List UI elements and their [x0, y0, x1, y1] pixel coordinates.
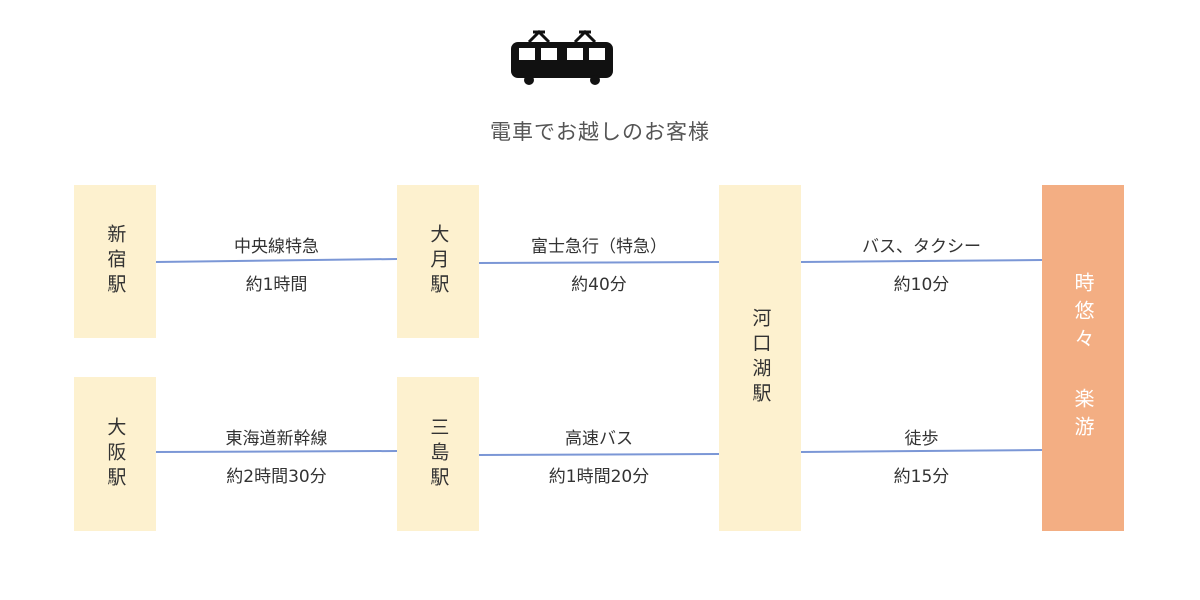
page-title: 電車でお越しのお客様	[490, 120, 710, 144]
route-name-osaka-mishima: 東海道新幹線	[225, 429, 328, 449]
route-time-otsuki-kawaguchiko: 約40分	[571, 275, 627, 295]
destination-inn: 時悠々 楽游	[1042, 185, 1124, 531]
route-line-shinjuku-otsuki	[155, 258, 398, 263]
station-shinjuku: 新宿駅	[74, 185, 156, 338]
route-name-shinjuku-otsuki: 中央線特急	[234, 237, 319, 257]
route-name-otsuki-kawaguchiko: 富士急行（特急）	[531, 237, 667, 257]
route-name-kawaguchiko-inn-top: バス、タクシー	[862, 237, 981, 257]
station-kawaguchiko: 河口湖駅	[719, 185, 801, 531]
station-label: 三島駅	[427, 416, 450, 492]
route-line-kawaguchiko-inn-bottom	[800, 449, 1043, 453]
station-label: 大阪駅	[104, 416, 127, 492]
route-name-mishima-kawaguchiko: 高速バス	[565, 429, 633, 449]
route-time-kawaguchiko-inn-top: 約10分	[893, 275, 950, 295]
station-label: 河口湖駅	[749, 308, 772, 408]
route-line-kawaguchiko-inn-top	[800, 259, 1043, 263]
route-time-osaka-mishima: 約2時間30分	[226, 467, 327, 487]
train-icon	[511, 29, 613, 85]
route-line-osaka-mishima	[155, 450, 398, 453]
route-name-kawaguchiko-inn-bottom: 徒歩	[904, 429, 939, 449]
station-otsuki: 大月駅	[397, 185, 479, 338]
station-label: 大月駅	[427, 224, 450, 299]
station-osaka: 大阪駅	[74, 377, 156, 531]
station-mishima: 三島駅	[397, 377, 479, 531]
route-line-otsuki-kawaguchiko	[478, 261, 720, 264]
route-time-kawaguchiko-inn-bottom: 約15分	[893, 467, 950, 487]
route-line-mishima-kawaguchiko	[478, 453, 720, 456]
station-label: 新宿駅	[104, 224, 127, 299]
route-time-shinjuku-otsuki: 約1時間	[245, 275, 308, 295]
route-time-mishima-kawaguchiko: 約1時間20分	[548, 467, 650, 487]
destination-label: 時悠々 楽游	[1071, 272, 1095, 444]
